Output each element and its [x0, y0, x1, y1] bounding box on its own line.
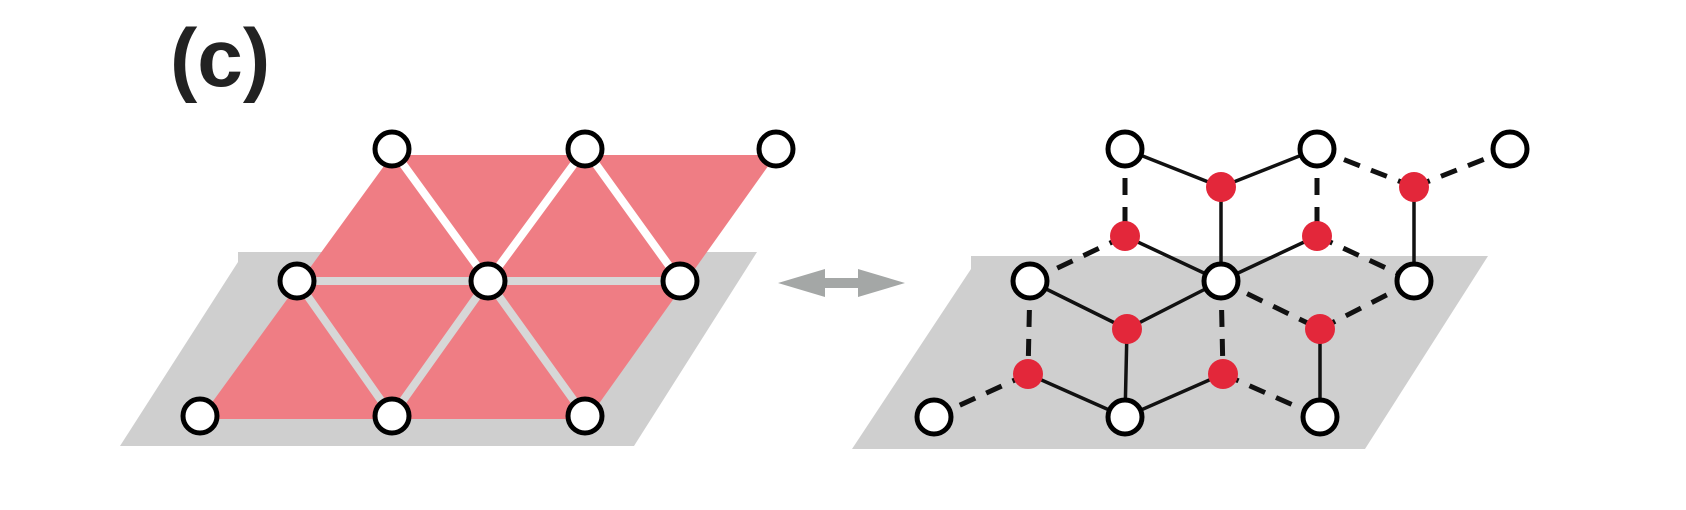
red-atom	[1013, 359, 1043, 389]
red-atom	[1399, 172, 1429, 202]
open-atom	[914, 397, 954, 437]
open-atom	[1297, 129, 1337, 169]
red-atom	[1110, 221, 1140, 251]
open-atom	[565, 396, 605, 436]
open-atom	[756, 129, 796, 169]
open-atom	[1201, 261, 1241, 301]
left-atoms	[180, 129, 796, 436]
left-panel-triangular-lattice	[120, 129, 796, 446]
open-atom	[372, 129, 412, 169]
red-atom	[1302, 221, 1332, 251]
open-atom	[180, 396, 220, 436]
open-atom	[660, 261, 700, 301]
red-atom	[1206, 172, 1236, 202]
open-atom	[565, 129, 605, 169]
open-atom	[1300, 397, 1340, 437]
open-atom	[1105, 397, 1145, 437]
open-atom	[277, 261, 317, 301]
open-atom	[372, 396, 412, 436]
red-atom	[1112, 314, 1142, 344]
open-atom	[1490, 129, 1530, 169]
open-atom	[1105, 129, 1145, 169]
red-atom	[1305, 314, 1335, 344]
right-panel-honeycomb-lattice	[852, 129, 1530, 449]
double-headed-arrow-icon	[778, 269, 905, 297]
open-atom	[1010, 261, 1050, 301]
right-open-atoms	[914, 129, 1530, 437]
open-atom	[1394, 261, 1434, 301]
red-atom	[1208, 359, 1238, 389]
panel-label: (c)	[170, 13, 271, 104]
right-red-atoms	[1013, 172, 1429, 389]
open-atom	[468, 261, 508, 301]
